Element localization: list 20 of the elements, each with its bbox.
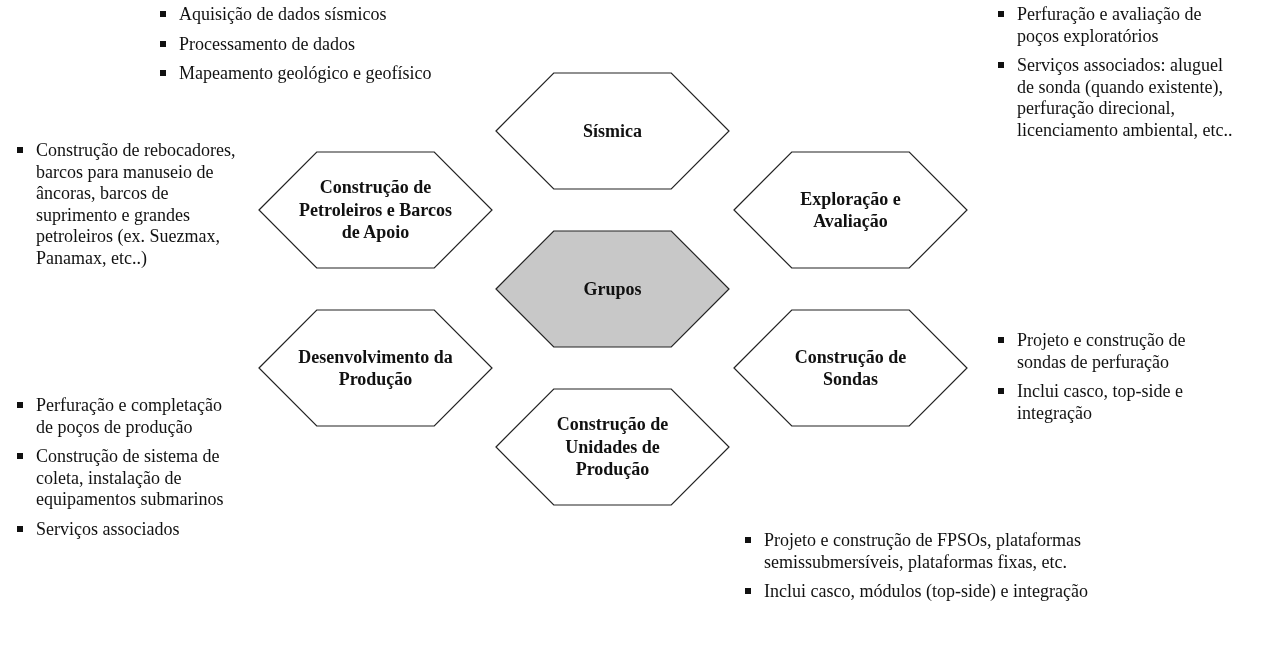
bullet-text: Serviços associados: aluguel de sonda (quando existente), perfuração direcional, licenciamento ambiental, etc.. [1017,55,1233,140]
bullet-text: Inclui casco, top-side e integração [1017,381,1183,423]
hexagon-label: Exploração e Avaliação [799,187,902,233]
bullet-text: Processamento de dados [179,33,355,54]
hexagon-label: Desenvolvimento da Produção [298,345,453,391]
hexagon-label: Construção de Sondas [793,345,908,391]
bullet-text: Projeto e construção de FPSOs, plataformas semissubmersíveis, plataformas fixas, etc. [764,530,1081,572]
bullet-text: Projeto e construção de sondas de perfuração [1017,330,1186,372]
hexagon-label: Construção de Petroleiros e Barcos de Apoio [298,176,453,244]
bullet-text: Aquisição de dados sísmicos [179,4,387,24]
bullet-text: Construção de sistema de coleta, instalação de equipamentos submarinos [36,446,224,510]
bullet-text: Serviços associados [36,518,180,539]
bullet-text: Perfuração e avaliação de poços exploratórios [1017,4,1202,46]
hexagon-label: Construção de Unidades de Produção [555,413,670,481]
bullet-text: Mapeamento geológico e geofísico [179,63,432,84]
bullet-text: Inclui casco, módulos (top-side) e integração [764,581,1088,602]
bullet-text: Perfuração e completação de poços de produção [36,395,222,437]
hexagon-label: Sísmica [583,119,642,143]
hexagon-label: Grupos [583,277,642,301]
bullet-text: Construção de rebocadores, barcos para manuseio de âncoras, barcos de suprimento e grandes petroleiros (ex. Suezmax, Panamax, etc..) [36,140,236,268]
